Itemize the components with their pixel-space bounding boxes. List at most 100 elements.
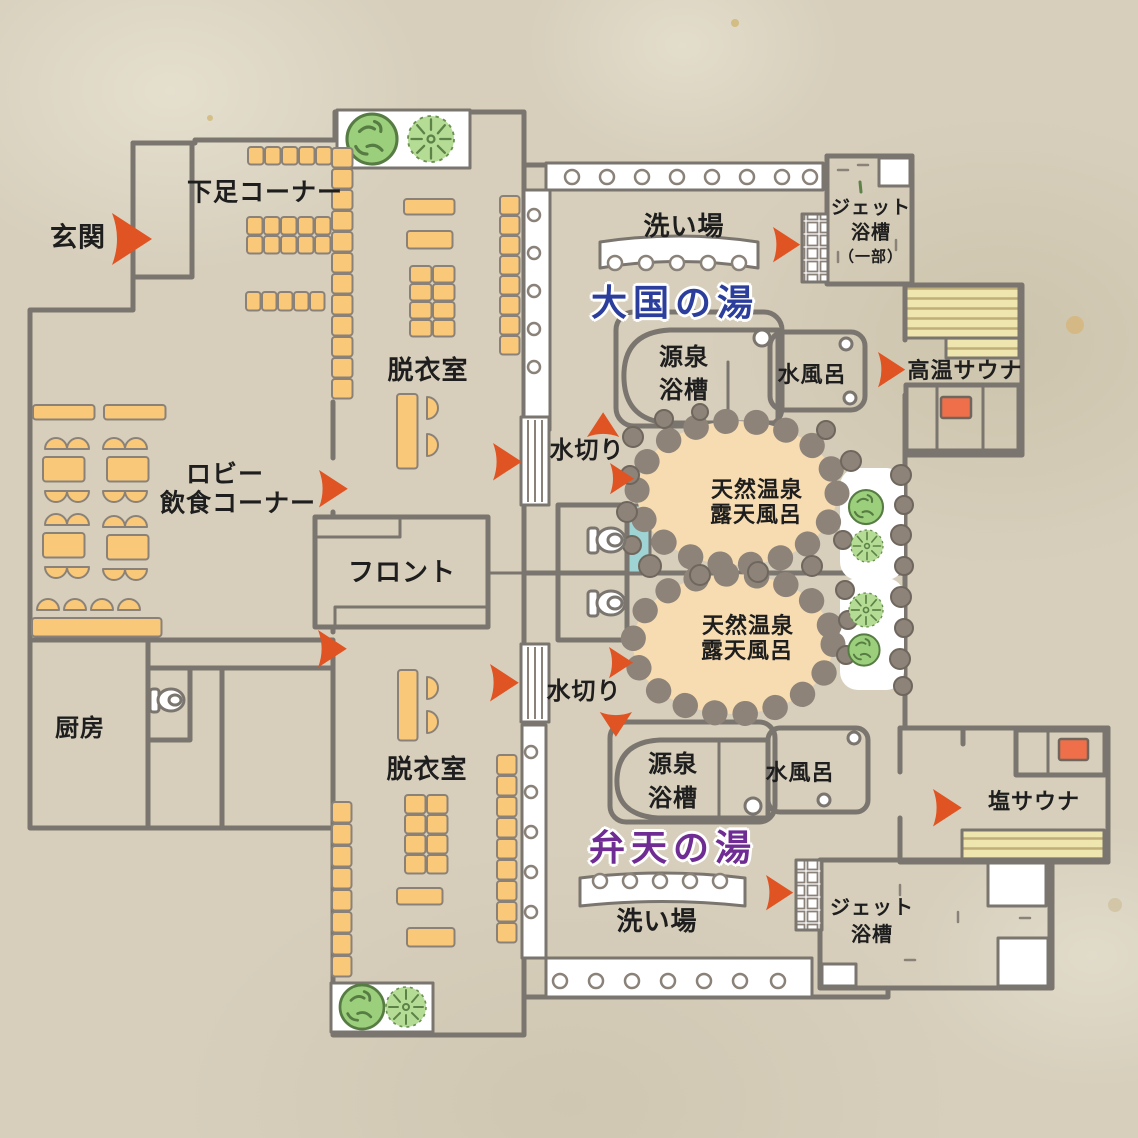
faucet-icon [623,972,641,990]
arrow-corridor-to-drain-top [493,443,522,481]
furniture-cell [298,146,316,166]
furniture-cell [496,817,518,839]
chair-icon [117,598,141,611]
chair-icon [66,566,90,579]
chair-icon [124,568,148,581]
rock-icon [638,554,662,578]
rock-icon [890,464,912,486]
furniture-cell [281,146,299,166]
furniture-cell [331,378,354,400]
furniture-cell [245,291,262,312]
faucet-icon [523,784,539,800]
daikoku-drain-label: 水切り [549,437,625,464]
daikoku-jet-label-2: 浴槽 [850,222,892,244]
chair-icon [66,437,90,450]
furniture-cell [499,275,521,296]
front-desk-label: フロント [347,557,457,587]
toilet-icon [586,589,627,618]
furniture-cell [406,230,454,250]
faucet-circles [523,168,819,990]
faucet-icon [773,168,791,186]
furniture-cell [496,922,518,944]
furniture-cell [409,283,433,302]
arrow-corridor-to-drain-bottom [490,664,519,702]
daikoku-jet-note: （一部） [838,248,904,266]
faucet-icon [637,254,655,272]
furniture-cell [280,235,298,255]
furniture-cell [331,889,353,912]
source-spring-bath-bottom [607,719,778,825]
water-marks [836,163,1032,962]
plant-icon [847,488,885,526]
open-air-bath-top [624,408,850,578]
furniture-cell [499,335,521,356]
faucet-icon [526,245,542,261]
kitchen-label: 厨房 [55,715,105,742]
lockers-and-tables [31,146,521,978]
rock-icon [835,580,855,600]
plant-icon [338,983,386,1031]
high-temp-sauna [902,282,1022,458]
toilet-icons [148,526,627,714]
chair-icon [102,437,126,450]
grate-top [800,212,830,284]
furniture-cell [246,216,264,236]
benten-jet-label-2: 浴槽 [851,924,893,946]
toilet-icon [586,526,627,555]
chair-icon [102,490,126,503]
furniture-cell [32,404,96,421]
faucet-icon [598,168,616,186]
benten-openair-label-1: 天然温泉 [701,613,795,638]
lobby-label-line1: ロビー [185,460,265,489]
chair-icon [426,710,439,734]
faucet-icon [526,207,542,223]
benten-washing-label: 洗い場 [616,906,698,936]
daikoku-source-label-1: 源泉 [659,344,709,371]
furniture-cell [496,859,518,881]
rock-icon [747,561,769,583]
faucet-icon [523,824,539,840]
faucet-icon [801,168,819,186]
rock-icon [840,450,862,472]
furniture-cell [409,265,433,284]
benten-drain-label: 水切り [546,678,622,705]
salt-sauna-label: 塩サウナ [987,789,1081,814]
entrance-label: 玄関 [50,222,106,253]
daikoku-title: 大国の湯 [590,282,760,323]
furniture-cell [496,838,518,860]
furniture-cell [432,283,456,302]
furniture-cell [331,252,354,274]
toilet-block [555,502,630,643]
arrow-to-high-temp-sauna [878,352,906,388]
furniture-cell [331,168,354,190]
furniture-cell [264,146,282,166]
daikoku-openair-label-2: 露天風呂 [709,502,803,527]
faucet-icon [730,254,748,272]
furniture-cell [397,669,419,742]
furniture-cell [106,456,150,483]
furniture-cell [499,255,521,276]
furniture-cell [496,775,518,797]
furniture-cell [396,887,444,906]
furniture-cell [331,189,354,211]
faucet-icon [551,972,569,990]
furniture-cell [331,801,353,824]
lobby-label-line2: 飲食コーナー [159,489,317,518]
furniture-cell [331,210,354,232]
furniture-cell [496,754,518,776]
rock-icon [894,556,914,576]
furniture-cell [426,854,449,875]
furniture-cell [499,315,521,336]
furniture-cell [247,146,265,166]
faucet-icon [738,168,756,186]
plant-icon [345,112,399,166]
arrow-lobby-to-corridor-top [319,470,348,508]
drain-mat-top [519,415,551,507]
furniture-cell [331,823,353,846]
furniture-cell [426,794,449,815]
daikoku-jet-label-1: ジェット [830,197,912,219]
plant-icon [406,114,456,164]
benten-openair-label-2: 露天風呂 [700,638,794,663]
